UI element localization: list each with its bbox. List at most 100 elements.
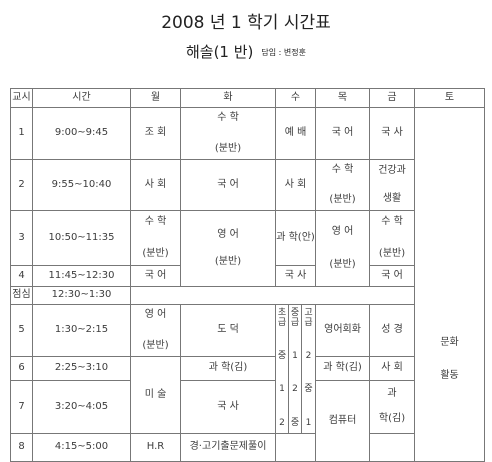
period-time: 11:45~12:30	[32, 265, 131, 287]
period-time: 9:55~10:40	[32, 159, 131, 211]
cell-tue-1: 수 학 (분반)	[180, 107, 276, 160]
subject-note: (분반)	[142, 340, 169, 351]
subject-note: (분반)	[214, 256, 242, 267]
cell-wed-1: 예 배	[274, 107, 317, 160]
sub-period: 2	[279, 417, 285, 428]
period-row-8: 8 4:15~5:00 H.R 경·고기출문제풀이	[10, 433, 485, 462]
cell-mon-8: H.R	[130, 433, 181, 462]
cell-fri-4: 국 어	[369, 265, 416, 287]
subject: 수 학	[144, 216, 167, 227]
header-row: 교시 시간 월 화 수 목 금 토	[10, 88, 486, 108]
cell-thu-1: 국 어	[315, 107, 371, 160]
cell-wed-3: 과 학(안)	[274, 210, 317, 266]
saturday-activity-line2: 활동	[440, 370, 459, 381]
cell-thu-2: 수 학 (분반)	[315, 159, 371, 211]
sub-period: 중	[304, 384, 313, 395]
subject: 수 학	[331, 164, 354, 175]
cell-mon-2: 사 회	[130, 159, 181, 211]
subject: 영 어	[331, 225, 354, 237]
subject-line2: 생활	[382, 192, 402, 204]
sub-period: 1	[279, 384, 285, 395]
header-sat: 토	[414, 88, 486, 108]
subject-note: (분반)	[214, 143, 242, 154]
subject: 수 학	[381, 216, 403, 227]
cell-fri-8	[369, 433, 416, 462]
subject-line1: 과	[387, 387, 397, 399]
header-time: 시간	[32, 88, 131, 108]
cell-fri-2: 건강과 생활	[369, 159, 416, 211]
header-wed: 수	[274, 88, 317, 108]
period-number: 2	[10, 159, 33, 211]
subject: 영 어	[217, 228, 239, 240]
period-row-5: 5 1:30~2:15 영 어 (분반) 도 덕 초급 중 1 2 중급 1 2…	[10, 304, 485, 434]
cell-tue-2: 국 어	[180, 159, 276, 211]
cell-wed-2: 사 회	[274, 159, 317, 211]
sub-period: 1	[292, 350, 298, 361]
cell-thu-3-4: 영 어 (분반)	[315, 210, 371, 287]
subject-note: (분반)	[378, 247, 406, 259]
lunch-empty	[129, 286, 416, 305]
cell-wed-sub-advanced: 고급 2 중 1	[300, 304, 317, 434]
period-row-1: 1 9:00~9:45 조 회 수 학 (분반) 예 배 국 어 국 사 문화 …	[10, 107, 486, 462]
cell-wed-sub-intermediate: 중급 1 2 중	[288, 304, 302, 434]
cell-fri-1: 국 사	[369, 107, 416, 160]
sub-period: 1	[305, 417, 312, 428]
cell-thu-5: 영어회화	[315, 304, 371, 357]
level-label: 중급	[290, 308, 300, 328]
period-number: 1	[10, 107, 33, 160]
period-time: 12:30~1:30	[32, 286, 131, 305]
cell-thu-7-8: 컴퓨터	[315, 379, 371, 462]
cell-tue-6: 과 학(김)	[180, 356, 276, 381]
cell-wed-4: 국 사	[274, 265, 317, 287]
sub-period: 2	[305, 350, 312, 361]
cell-tue-8: 경·고기출문제풀이	[180, 433, 276, 462]
cell-sat: 문화 활동	[414, 107, 486, 462]
cell-mon-1: 조 회	[130, 107, 181, 160]
lunch-row: 점심 12:30~1:30	[10, 286, 485, 305]
period-number: 5	[10, 304, 33, 357]
sub-period: 2	[292, 384, 298, 395]
period-row-4: 4 11:45~12:30 국 어 국 사 국 어	[10, 265, 485, 287]
header-period: 교시	[10, 88, 33, 108]
header-fri: 금	[369, 88, 416, 108]
cell-fri-7: 과 학(김)	[369, 379, 416, 434]
period-row-7: 7 3:20~4:05 국 사 컴퓨터 과 학(김)	[10, 379, 485, 462]
subject-line1: 건강과	[378, 165, 406, 176]
period-number: 6	[10, 356, 33, 381]
subject: 수 학	[217, 111, 239, 123]
period-row-6: 6 2:25~3:10 미 술 과 학(김) 과 학(김) 사 회	[10, 356, 485, 434]
sub-period: 중	[290, 417, 300, 428]
cell-tue-7: 국 사	[180, 379, 276, 434]
period-time: 10:50~11:35	[32, 210, 131, 266]
cell-fri-6: 사 회	[369, 356, 416, 381]
period-time: 9:00~9:45	[32, 107, 131, 160]
period-number: 8	[10, 433, 33, 462]
subject-note: (분반)	[329, 259, 356, 270]
subject: 영 어	[144, 308, 167, 320]
timetable: 교시 시간 월 화 수 목 금 토 1 9:00~9:45 조 회 수 학 (분…	[10, 88, 486, 462]
period-number: 7	[10, 379, 33, 434]
cell-tue-3-4: 영 어 (분반)	[180, 210, 276, 287]
cell-mon-3: 수 학 (분반)	[130, 210, 181, 266]
sub-period: 중	[277, 350, 287, 361]
level-label: 초급	[277, 308, 287, 328]
homeroom-teacher: 담임 : 변정훈	[261, 48, 306, 57]
cell-mon-4: 국 어	[130, 265, 181, 287]
header-thu: 목	[315, 88, 371, 108]
page-title: 2008 년 1 학기 시간표	[161, 13, 331, 33]
period-number: 3	[10, 210, 33, 266]
cell-wed-8	[274, 433, 317, 462]
period-time: 3:20~4:05	[32, 379, 131, 434]
class-subtitle: 해솔(1 반) 담임 : 변정훈	[0, 41, 492, 62]
period-time: 4:15~5:00	[32, 433, 131, 462]
cell-fri-5: 성 경	[369, 304, 416, 357]
period-row-3: 3 10:50~11:35 수 학 (분반) 영 어 (분반) 과 학(안) 영…	[10, 210, 485, 287]
period-time: 1:30~2:15	[32, 304, 131, 357]
cell-thu-6: 과 학(김)	[315, 356, 371, 381]
cell-mon-6-7: 미 술	[130, 356, 181, 434]
class-name: 해솔(1 반)	[185, 43, 254, 61]
cell-tue-5: 도 덕	[180, 304, 276, 357]
subject-note: (분반)	[142, 247, 169, 259]
header-tue: 화	[180, 88, 276, 108]
subject-line2: 학(김)	[378, 413, 406, 425]
